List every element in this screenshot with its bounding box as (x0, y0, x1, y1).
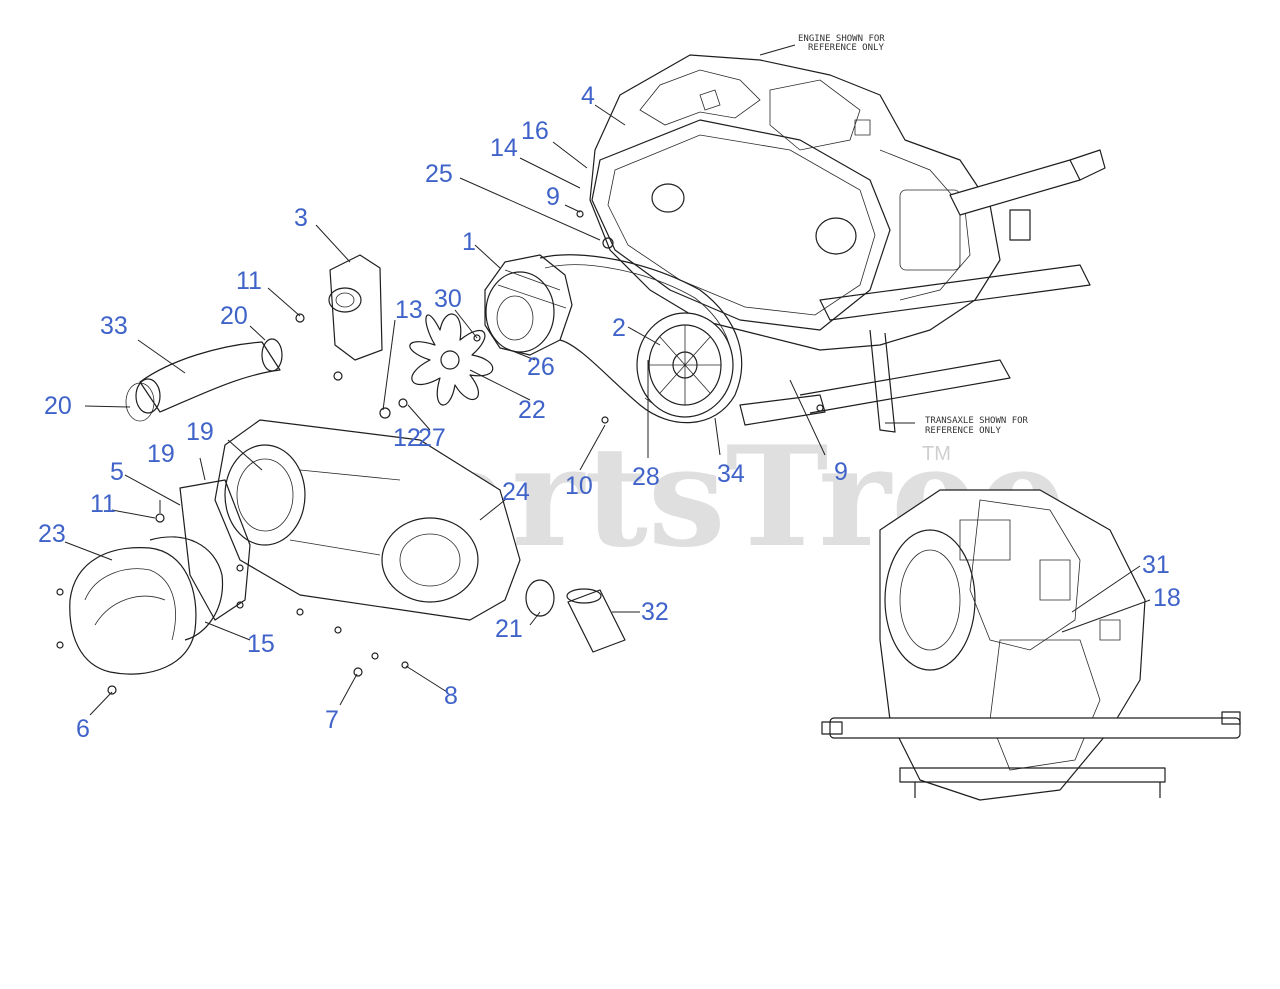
filter (566, 588, 626, 653)
callout-6: 6 (76, 715, 90, 743)
callout-25: 25 (425, 160, 453, 188)
callout-2: 2 (612, 314, 626, 342)
callout-14: 14 (490, 134, 518, 162)
callout-20-bottom: 20 (44, 392, 72, 420)
driven-clutch (636, 312, 734, 418)
transaxle-note-line-2: REFERENCE ONLY (925, 426, 1001, 436)
leader-lines (64, 104, 1151, 716)
callout-7: 7 (325, 706, 339, 734)
callout-5: 5 (110, 458, 124, 486)
callout-12: 12 (393, 424, 421, 452)
callout-18: 18 (1153, 584, 1181, 612)
engine-note-line-1: ENGINE SHOWN FOR (798, 34, 885, 44)
callout-26: 26 (527, 353, 555, 381)
callout-21: 21 (495, 615, 523, 643)
intake-hose (125, 338, 283, 422)
watermark-trademark: TM (922, 443, 951, 465)
drive-clutch (484, 254, 573, 356)
callout-3: 3 (294, 204, 308, 232)
callout-30: 30 (434, 285, 462, 313)
callout-23: 23 (38, 520, 66, 548)
transaxle-note-line-1: TRANSAXLE SHOWN FOR (925, 416, 1029, 426)
callout-34: 34 (717, 460, 745, 488)
callout-24: 24 (502, 478, 530, 506)
callout-15: 15 (247, 630, 275, 658)
cooling-fan (409, 313, 494, 406)
intake-duct (328, 254, 383, 361)
callout-31: 31 (1142, 551, 1170, 579)
engine-note-line-2: REFERENCE ONLY (808, 43, 884, 53)
engine-assembly (589, 44, 1106, 433)
callout-11-bottom: 11 (90, 490, 116, 518)
callout-33: 33 (100, 312, 128, 340)
callout-19-left: 19 (147, 440, 175, 468)
hardware (56, 210, 824, 695)
callout-19-right: 19 (186, 418, 214, 446)
inner-cover (214, 419, 521, 621)
callout-22: 22 (518, 396, 546, 424)
seal (525, 579, 555, 617)
callout-4: 4 (581, 82, 595, 110)
callout-13: 13 (395, 296, 423, 324)
callout-16: 16 (521, 117, 549, 145)
inset-assembly (821, 489, 1241, 801)
callout-10: 10 (565, 472, 593, 500)
callout-1: 1 (462, 228, 476, 256)
callout-9-bottom: 9 (834, 458, 848, 486)
callout-9-top: 9 (546, 183, 560, 211)
callout-20-top: 20 (220, 302, 248, 330)
callout-32: 32 (641, 598, 669, 626)
outer-cover (69, 536, 224, 675)
callout-11-top: 11 (236, 267, 262, 295)
gasket (179, 479, 251, 621)
callout-28: 28 (632, 463, 660, 491)
callout-27: 27 (418, 424, 446, 452)
callout-8: 8 (444, 682, 458, 710)
